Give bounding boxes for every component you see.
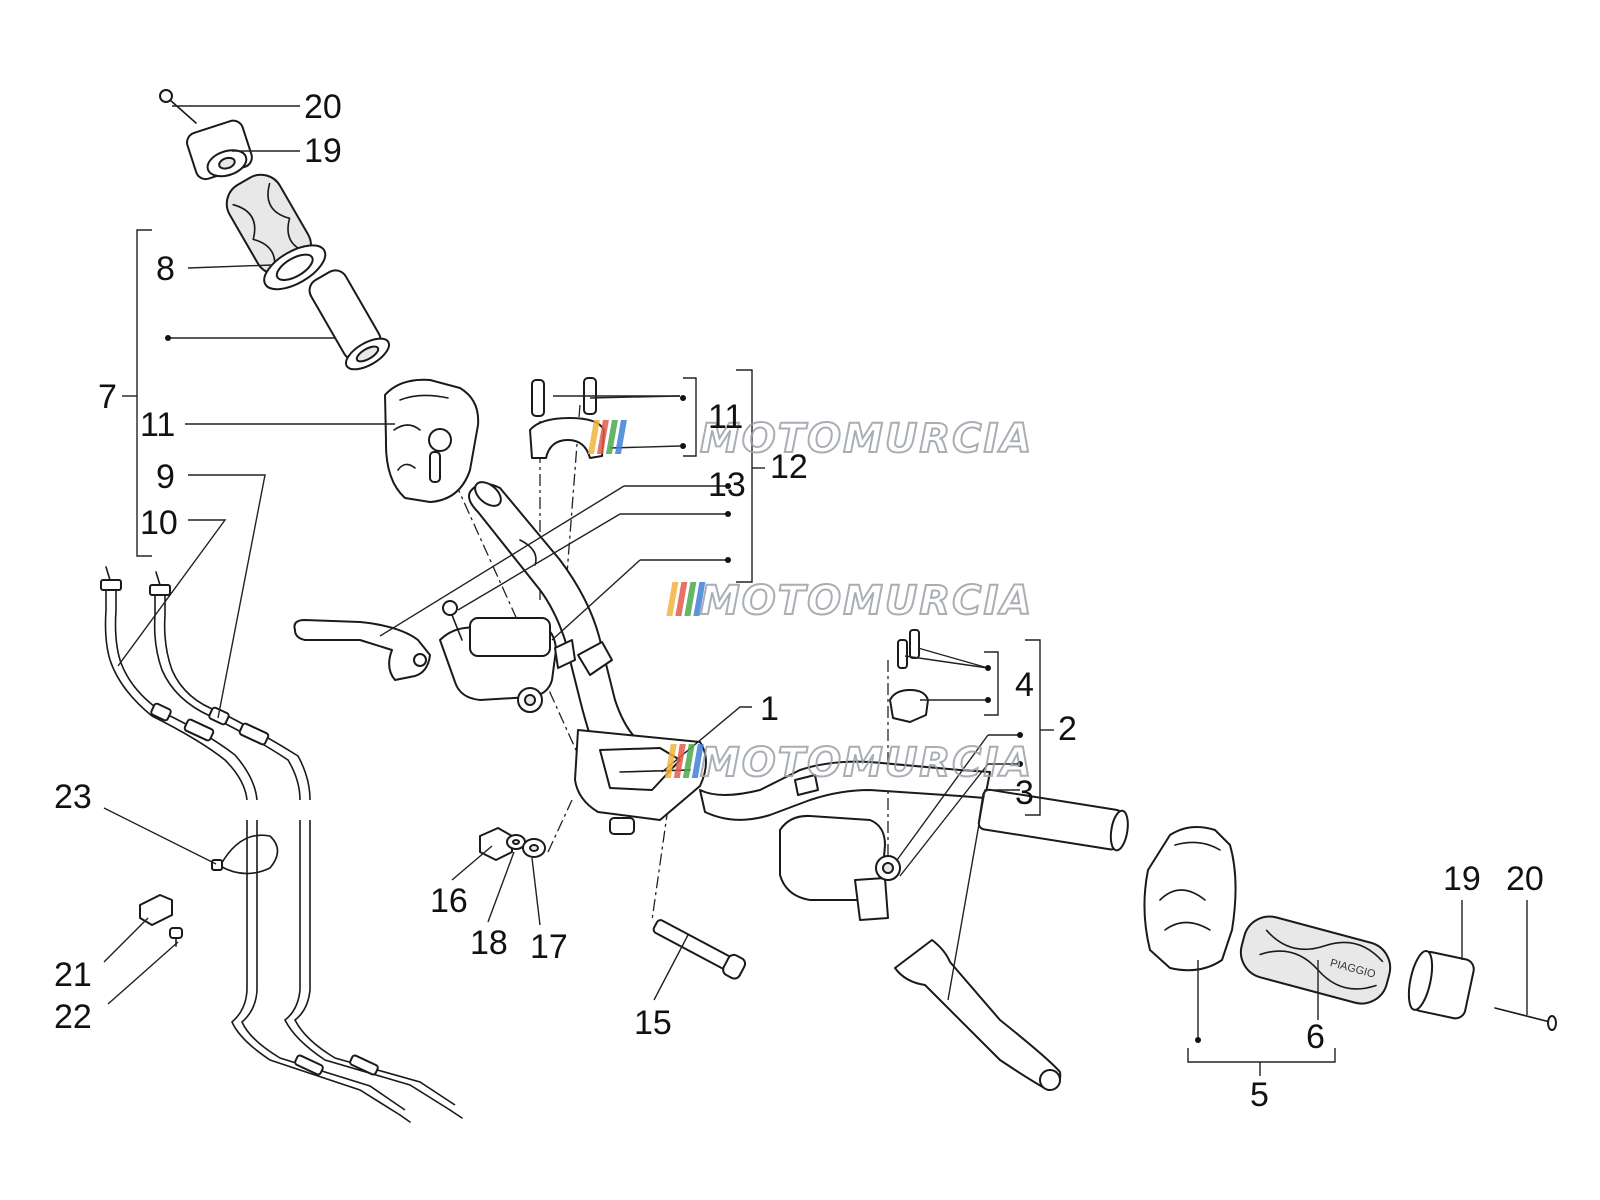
callout-19-right: 19 (1443, 860, 1481, 898)
master-cylinder-clamp-right (889, 629, 929, 723)
watermark-text-2: MOTOMURCIA (700, 578, 1033, 624)
bar-end-bolt-left (159, 89, 197, 124)
handgrip-left (225, 173, 327, 291)
callout-6: 6 (1306, 1018, 1325, 1056)
callout-22: 22 (54, 998, 92, 1036)
callout-2: 2 (1058, 710, 1077, 748)
right-master-cylinder (779, 814, 901, 921)
callout-5: 5 (1250, 1076, 1269, 1114)
hardware-items (139, 827, 747, 980)
callout-11-left: 11 (140, 406, 175, 444)
callout-7: 7 (98, 378, 117, 416)
left-brake-lever (293, 619, 431, 681)
bar-end-weight-left (186, 119, 253, 181)
bar-end-weight-right (1407, 950, 1475, 1020)
watermark-top: MOTOMURCIA (587, 415, 1033, 463)
callout-20-right: 20 (1506, 860, 1544, 898)
switch-housing-left (384, 378, 480, 503)
callout-20-top: 20 (304, 88, 342, 126)
right-grip-assembly: PIAGGIO (1143, 825, 1557, 1031)
callout-3: 3 (1015, 774, 1034, 812)
watermark-bottom: MOTOMURCIA (664, 739, 1033, 787)
left-master-cylinder (439, 600, 576, 713)
callout-23: 23 (54, 778, 92, 816)
handlebar (468, 481, 1129, 852)
callout-12: 12 (770, 448, 808, 486)
callout-4: 4 (1015, 666, 1034, 704)
callout-11-top: 11 (708, 398, 743, 436)
callout-16: 16 (430, 882, 468, 920)
right-brake-lever (894, 939, 1062, 1091)
left-grip-assembly (159, 89, 480, 503)
callout-9: 9 (156, 458, 175, 496)
callout-8: 8 (156, 250, 175, 288)
callout-18: 18 (470, 924, 508, 962)
callout-10: 10 (140, 504, 178, 542)
callout-17: 17 (530, 928, 568, 966)
callout-15: 15 (634, 1004, 672, 1042)
callout-21: 21 (54, 956, 92, 994)
watermark-middle: MOTOMURCIA (666, 577, 1033, 625)
callout-labels: 20 19 8 7 11 9 10 11 12 13 1 4 2 3 23 16… (54, 88, 1544, 1114)
watermark-text-3: MOTOMURCIA (700, 740, 1033, 786)
throttle-tube (308, 269, 390, 371)
watermark-text-1: MOTOMURCIA (700, 416, 1033, 462)
callout-1: 1 (760, 690, 779, 728)
leader-dots (165, 335, 1201, 1043)
leader-lines (103, 105, 1528, 1076)
master-cylinder-clamp-left (529, 377, 605, 459)
callout-13: 13 (708, 466, 746, 504)
callout-19-top: 19 (304, 132, 342, 170)
bar-end-bolt-right (1494, 1007, 1557, 1031)
